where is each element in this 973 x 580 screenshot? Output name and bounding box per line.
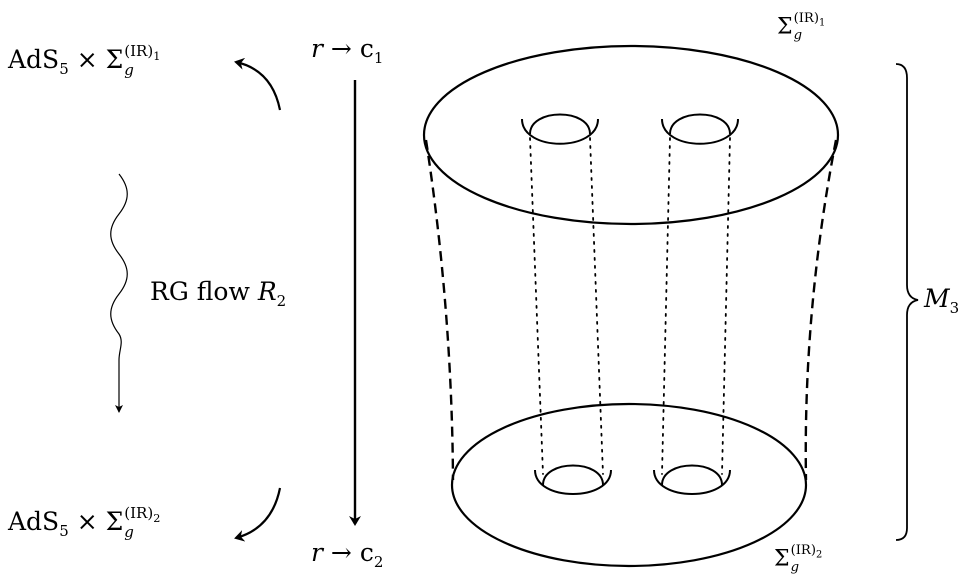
m3-label: M3 (924, 284, 960, 317)
r-to-c1-label: r → c1 (311, 34, 384, 67)
bottom-handle-left (534, 464, 612, 495)
rg-flow-label: RG flow R2 (150, 277, 287, 310)
left-dashed-wall (424, 139, 455, 481)
bottom-curved-arrow (234, 487, 282, 542)
top-surface-ellipse (422, 44, 840, 226)
right-dashed-wall (804, 139, 838, 481)
dotted-tubes (529, 137, 731, 475)
top-curved-arrow (234, 57, 282, 111)
rg-flow-wavy-arrow (110, 173, 128, 413)
top-handle-right (661, 113, 739, 145)
r-to-c2-label: r → c2 (311, 538, 384, 571)
bottom-surface-ellipse (450, 402, 808, 568)
top-handle-left (521, 113, 599, 145)
bottom-handle-right (653, 464, 731, 495)
right-brace (895, 63, 919, 541)
